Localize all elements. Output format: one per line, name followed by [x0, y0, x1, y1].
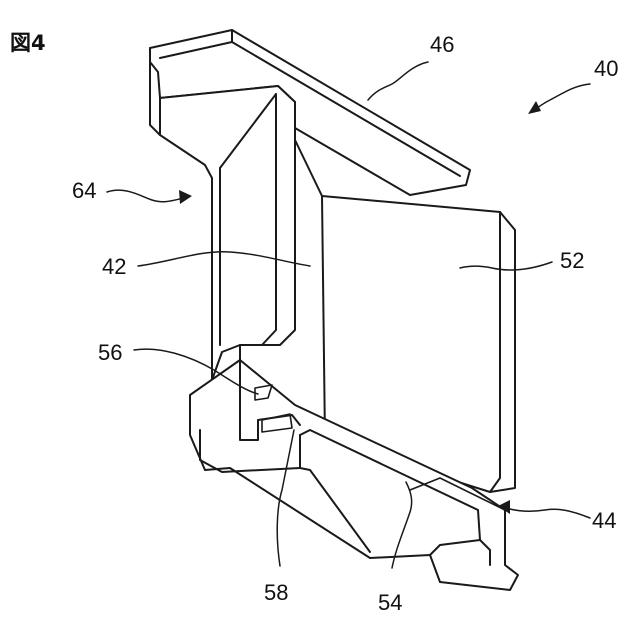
- vertical-body: [160, 86, 295, 380]
- label-42: 42: [102, 254, 126, 279]
- label-40: 40: [594, 56, 618, 81]
- leader-40: [534, 84, 590, 110]
- label-46: 46: [430, 32, 454, 57]
- label-54: 54: [378, 590, 402, 615]
- arrow-64: [179, 190, 192, 204]
- part-drawing: [150, 30, 518, 590]
- leader-64: [107, 190, 184, 202]
- leader-44: [506, 508, 590, 518]
- label-64: 64: [72, 178, 96, 203]
- label-52: 52: [560, 248, 584, 273]
- figure-title: 図4: [10, 31, 46, 55]
- label-44: 44: [592, 508, 616, 533]
- label-56: 56: [98, 340, 122, 365]
- body-back-line: [295, 140, 322, 196]
- label-58: 58: [264, 580, 288, 605]
- arrow-40: [528, 101, 541, 114]
- leader-46: [368, 62, 428, 100]
